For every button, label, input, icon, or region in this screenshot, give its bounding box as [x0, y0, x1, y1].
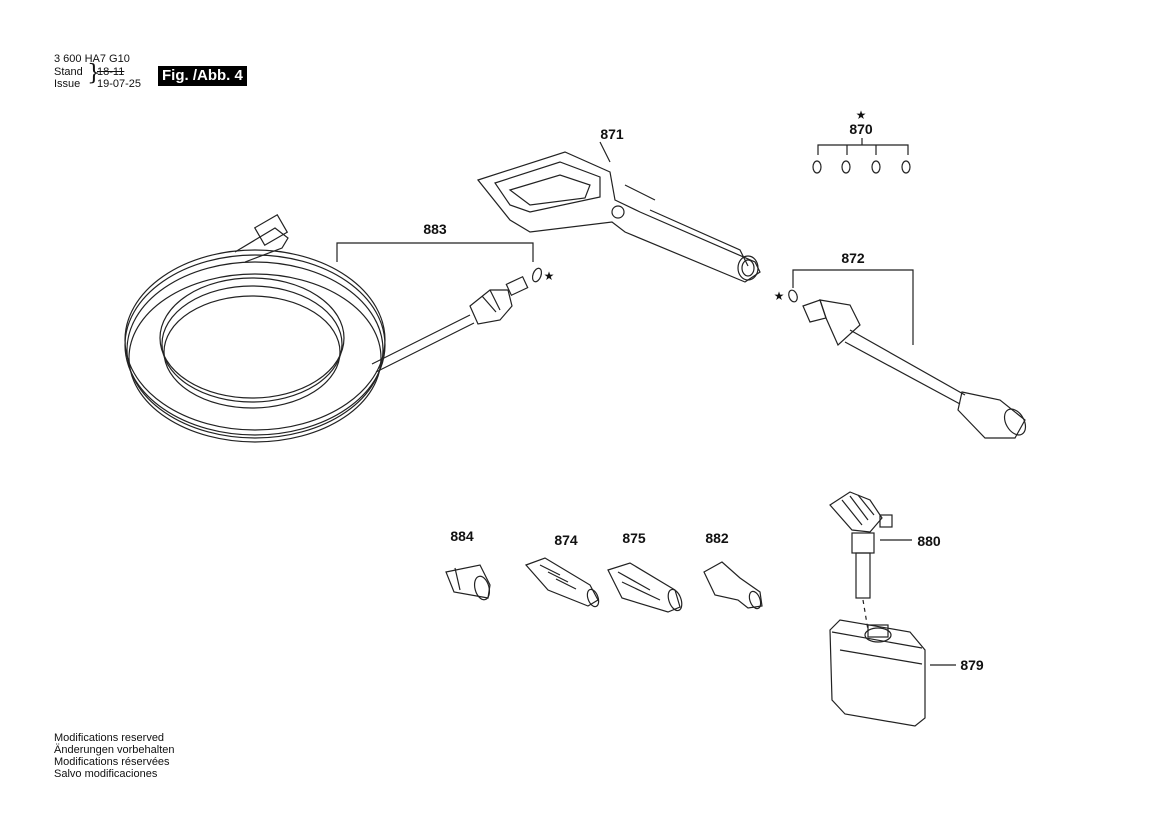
star-icon: ★ — [543, 269, 555, 283]
part-874: 874 — [554, 532, 578, 548]
issue-label: Issue — [54, 78, 81, 90]
footer-notes: Modifications reserved Änderungen vorbeh… — [54, 732, 174, 780]
star-icon: ★ — [773, 289, 785, 303]
o-ring-set-870 — [812, 160, 911, 174]
part-883: 883 — [423, 221, 447, 237]
leader-870 — [817, 138, 909, 155]
nozzle-874 — [524, 557, 600, 608]
detergent-nozzle — [829, 491, 893, 599]
o-ring-872 — [788, 289, 798, 303]
part-880: 880 — [917, 533, 941, 549]
part-872: 872 — [841, 250, 865, 266]
stand-label: Stand — [54, 66, 83, 78]
leader-883 — [336, 242, 534, 262]
adapter-882 — [703, 561, 763, 610]
footer-line: Änderungen vorbehalten — [54, 744, 175, 756]
o-ring-883 — [531, 267, 543, 283]
part-882: 882 — [705, 530, 729, 546]
suction-line — [862, 599, 869, 631]
footer-line: Salvo modificaciones — [54, 768, 158, 780]
detergent-tank — [829, 619, 926, 727]
leader-871 — [599, 141, 611, 163]
footer-line: Modifications reserved — [54, 732, 165, 744]
hose-coupling — [469, 275, 529, 325]
part-871: 871 — [600, 126, 624, 142]
figure-label: Fig. /Abb. 4 — [158, 66, 247, 86]
nozzle-875 — [607, 562, 683, 613]
part-870: 870 — [849, 121, 873, 137]
nozzle-884 — [445, 564, 491, 601]
star-icon: ★ — [855, 108, 867, 122]
trigger-gun — [476, 151, 761, 283]
brace-icon: } — [87, 61, 101, 86]
part-number: 3 600 HA7 G10 — [54, 53, 130, 65]
part-879: 879 — [960, 657, 984, 673]
leader-872 — [792, 269, 914, 345]
old-date: 18-11 — [97, 66, 125, 78]
part-875: 875 — [622, 530, 646, 546]
issue-date: 19-07-25 — [97, 78, 142, 90]
spray-lance — [802, 299, 1027, 439]
part-884: 884 — [450, 528, 474, 544]
footer-line: Modifications réservées — [54, 756, 170, 768]
hose-coil — [124, 214, 475, 443]
